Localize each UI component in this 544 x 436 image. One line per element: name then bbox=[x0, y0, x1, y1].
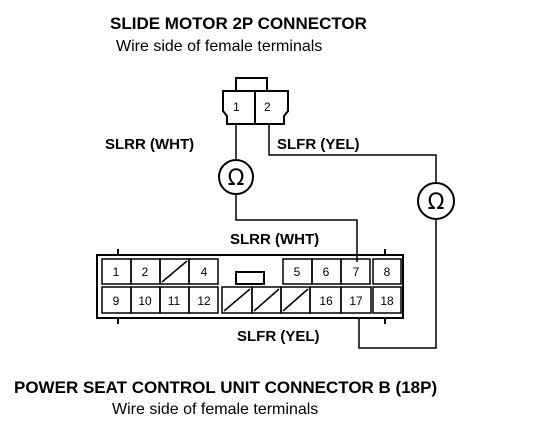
wires bbox=[235, 124, 437, 349]
pin-1: 1 bbox=[113, 265, 120, 279]
pin-9: 9 bbox=[113, 294, 120, 308]
top-pin-1: 1 bbox=[233, 100, 240, 114]
connector-body bbox=[222, 90, 289, 125]
wire-label-slfr-bottom: SLFR (YEL) bbox=[237, 328, 320, 345]
bottom-connector-subtitle: Wire side of female terminals bbox=[112, 401, 318, 418]
wire-label-slrr-mid: SLRR (WHT) bbox=[230, 231, 319, 248]
top-connector-subtitle: Wire side of female terminals bbox=[116, 38, 322, 55]
ohmmeter-left: Ω bbox=[218, 159, 254, 195]
pin-2: 2 bbox=[142, 265, 149, 279]
slide-motor-2p-connector bbox=[222, 77, 289, 125]
pin-6: 6 bbox=[323, 265, 330, 279]
bottom-connector-title: POWER SEAT CONTROL UNIT CONNECTOR B (18P… bbox=[14, 378, 437, 397]
top-row-cells bbox=[101, 258, 402, 285]
connector-latch bbox=[235, 271, 265, 285]
wire-label-slrr-top: SLRR (WHT) bbox=[105, 136, 194, 153]
pin-7: 7 bbox=[353, 265, 360, 279]
ohm-icon: Ω bbox=[228, 166, 245, 191]
unused-pin-slash bbox=[223, 288, 251, 312]
wire-label-slfr-top: SLFR (YEL) bbox=[277, 136, 360, 153]
pin-17: 17 bbox=[349, 294, 363, 308]
pin-11: 11 bbox=[168, 294, 181, 308]
pin-16: 16 bbox=[319, 294, 333, 308]
ohm-icon: Ω bbox=[428, 190, 445, 215]
bottom-row-cells bbox=[101, 286, 402, 314]
wire-slrr-lower bbox=[235, 194, 358, 262]
power-seat-control-unit-connector-b bbox=[96, 249, 404, 324]
connector-latch bbox=[235, 77, 268, 92]
wire-slfr-lower bbox=[358, 219, 437, 349]
connector-frame bbox=[96, 254, 404, 319]
top-pin-2: 2 bbox=[264, 100, 271, 114]
top-connector-title: SLIDE MOTOR 2P CONNECTOR bbox=[110, 14, 367, 33]
unused-pin-slash bbox=[161, 260, 188, 283]
unused-pin-slash bbox=[253, 288, 280, 312]
wire-slfr-upper bbox=[268, 124, 437, 183]
pin-8: 8 bbox=[384, 265, 391, 279]
ohmmeter-right-circle bbox=[417, 182, 455, 220]
pin-10: 10 bbox=[138, 294, 152, 308]
pin-4: 4 bbox=[201, 265, 208, 279]
unused-pin-slash bbox=[282, 288, 309, 312]
ohmmeter-left-circle bbox=[218, 159, 254, 195]
pin-12: 12 bbox=[197, 294, 211, 308]
pin-18: 18 bbox=[380, 294, 394, 308]
ohmmeter-right: Ω bbox=[417, 182, 455, 220]
pin-5: 5 bbox=[294, 265, 301, 279]
